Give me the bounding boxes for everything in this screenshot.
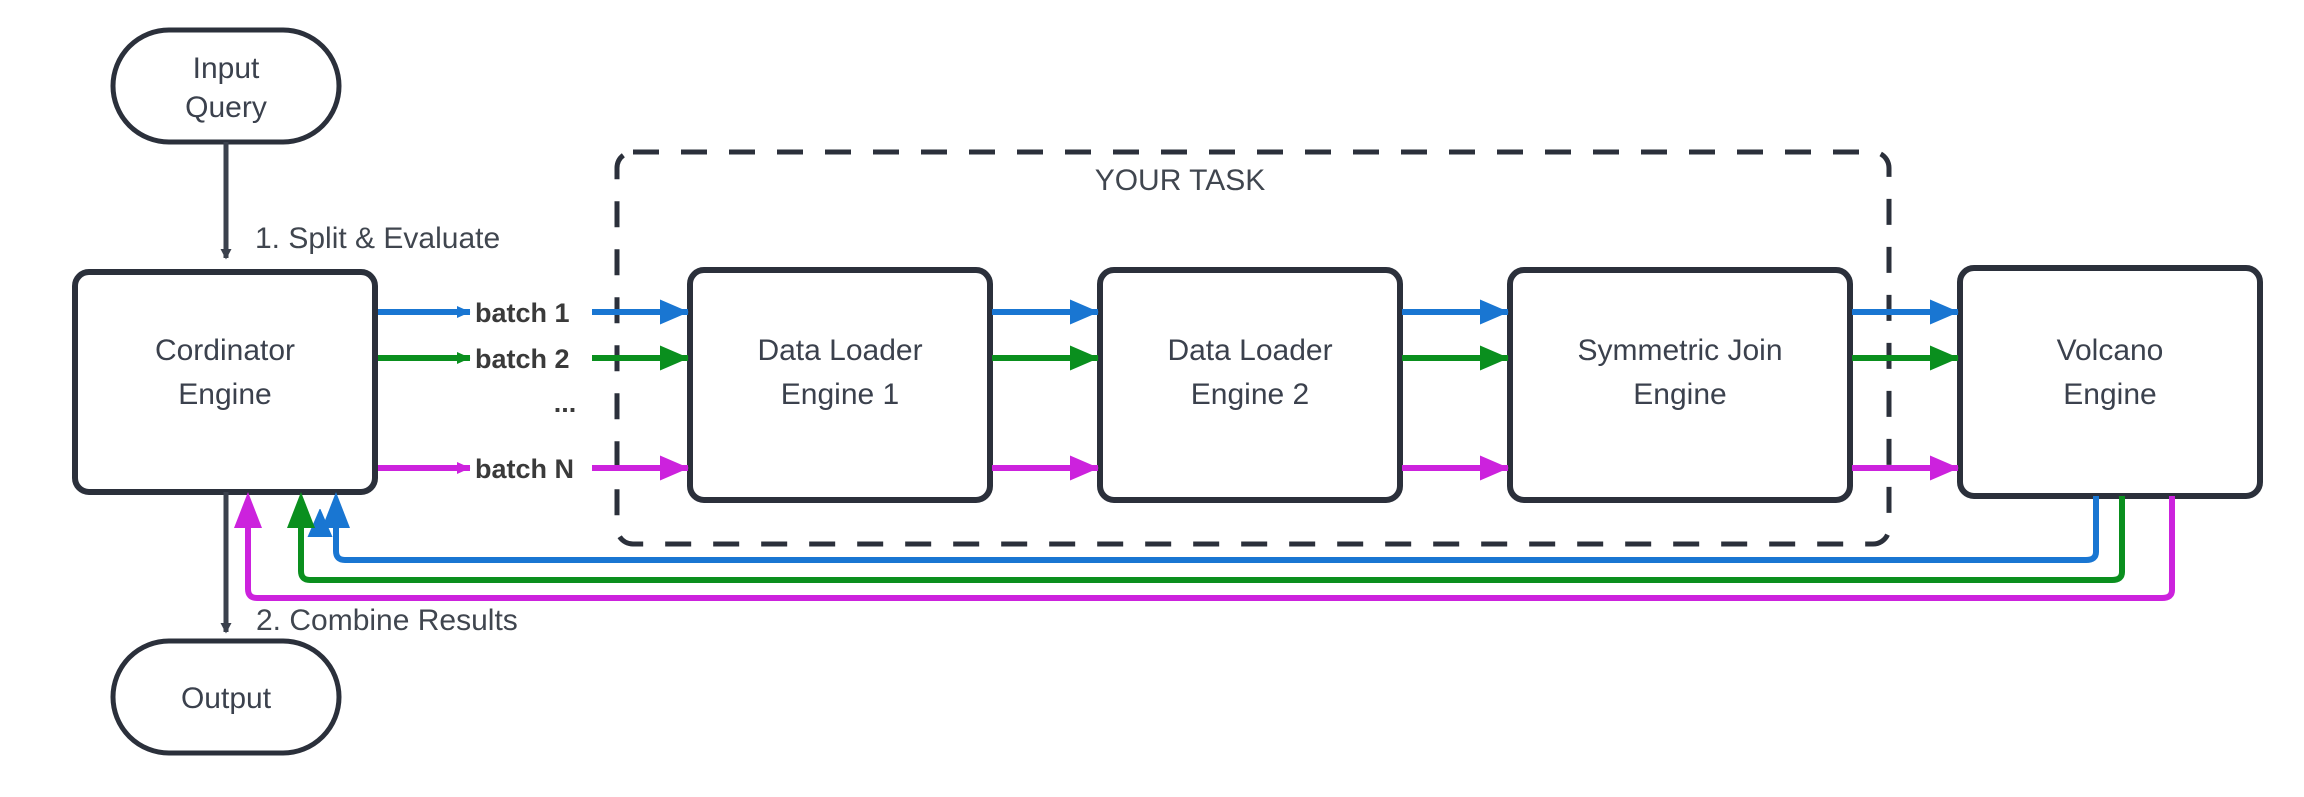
return-arrowhead-green bbox=[287, 492, 315, 528]
return-path-green bbox=[298, 496, 2125, 583]
your-task-group: YOUR TASK bbox=[614, 149, 1892, 547]
batch-2-label: batch 2 bbox=[475, 344, 570, 374]
your-task-dashed-border bbox=[614, 149, 1892, 547]
step-1-label: 1. Split & Evaluate bbox=[255, 222, 500, 255]
flow-batch-n-magenta: batch N bbox=[378, 454, 1959, 484]
coordinator-engine-label-line1: Cordinator bbox=[155, 334, 295, 367]
volcano-engine-label-line1: Volcano bbox=[2057, 334, 2164, 367]
batch-n-label: batch N bbox=[475, 454, 574, 484]
data-loader-1-label-line1: Data Loader bbox=[757, 334, 922, 367]
input-query-label-line2: Query bbox=[185, 91, 267, 124]
symmetric-join-label-line1: Symmetric Join bbox=[1577, 334, 1782, 367]
batch-1-label: batch 1 bbox=[475, 298, 570, 328]
flow-batch-1-blue: batch 1 bbox=[378, 298, 1959, 328]
step-2-label: 2. Combine Results bbox=[256, 604, 518, 637]
node-volcano-engine[interactable]: Volcano Engine bbox=[1957, 265, 2263, 499]
return-path-blue bbox=[336, 496, 2099, 563]
symmetric-join-label-line2: Engine bbox=[1633, 378, 1726, 411]
coordinator-engine-label-line2: Engine bbox=[178, 378, 271, 411]
node-output[interactable]: Output bbox=[110, 638, 342, 756]
data-loader-2-label-line2: Engine 2 bbox=[1191, 378, 1309, 411]
symmetric-join-shape bbox=[1507, 267, 1853, 503]
return-arrowhead-blue bbox=[322, 492, 350, 528]
output-label: Output bbox=[181, 682, 272, 715]
data-loader-1-shape bbox=[687, 267, 993, 503]
flow-batch-2-green: batch 2 bbox=[378, 344, 1959, 374]
return-paths bbox=[234, 492, 2175, 601]
node-input-query[interactable]: Input Query bbox=[110, 27, 342, 145]
return-arrowhead-magenta bbox=[234, 492, 262, 528]
input-query-shape bbox=[110, 27, 342, 145]
data-loader-2-shape bbox=[1097, 267, 1403, 503]
data-loader-2-label-line1: Data Loader bbox=[1167, 334, 1332, 367]
data-loader-1-label-line2: Engine 1 bbox=[781, 378, 899, 411]
input-query-label-line1: Input bbox=[193, 52, 260, 85]
node-data-loader-engine-1[interactable]: Data Loader Engine 1 bbox=[687, 267, 993, 503]
volcano-engine-shape bbox=[1957, 265, 2263, 499]
return-path-magenta bbox=[245, 496, 2175, 601]
node-data-loader-engine-2[interactable]: Data Loader Engine 2 bbox=[1097, 267, 1403, 503]
batch-ellipsis-label: ... bbox=[554, 388, 577, 418]
node-coordinator-engine[interactable]: Cordinator Engine bbox=[72, 269, 378, 495]
your-task-label: YOUR TASK bbox=[1095, 164, 1266, 197]
volcano-engine-label-line2: Engine bbox=[2063, 378, 2156, 411]
node-symmetric-join-engine[interactable]: Symmetric Join Engine bbox=[1507, 267, 1853, 503]
output-shape bbox=[110, 638, 342, 756]
